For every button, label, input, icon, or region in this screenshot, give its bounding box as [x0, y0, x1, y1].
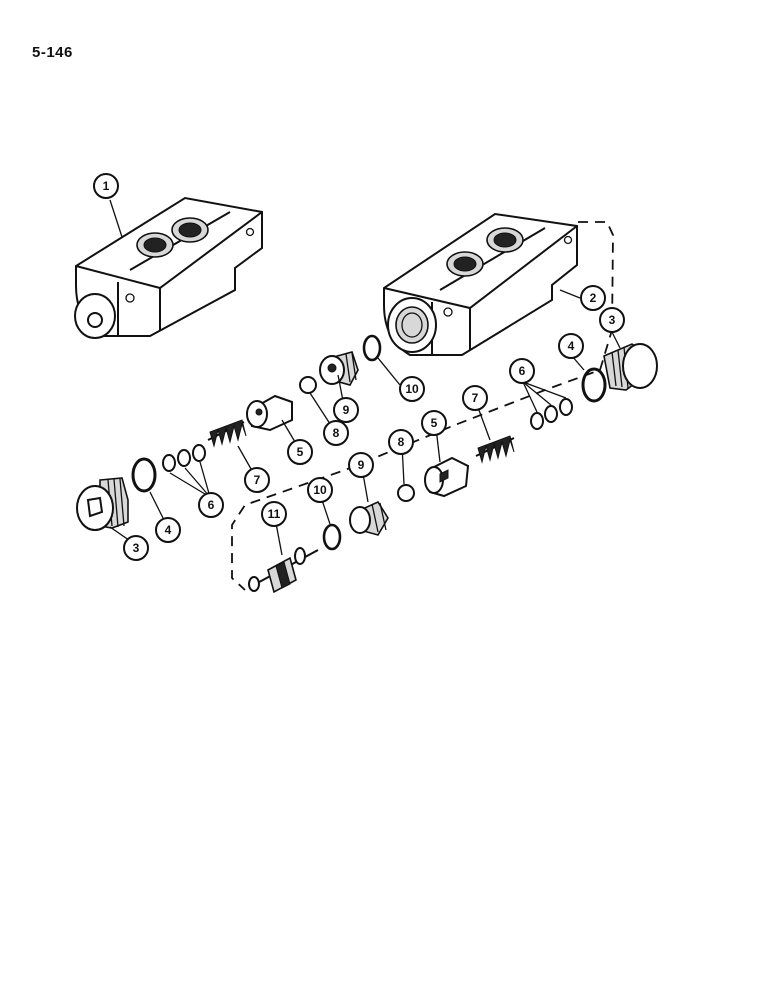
o-ring-right-icon	[581, 367, 607, 403]
callout-3-left: 3	[123, 535, 149, 561]
svg-text:5: 5	[431, 416, 438, 430]
svg-text:11: 11	[268, 507, 281, 521]
callout-8-right: 8	[388, 429, 414, 455]
svg-text:10: 10	[405, 382, 419, 396]
callout-7-right: 7	[462, 385, 488, 411]
svg-text:4: 4	[165, 523, 172, 537]
callout-5-right: 5	[421, 410, 447, 436]
svg-text:3: 3	[609, 313, 616, 327]
o-ring-10-upper-icon	[362, 334, 382, 362]
plug-left-icon	[76, 477, 129, 531]
callout-6-left: 6	[198, 492, 224, 518]
callout-10-upper: 10	[399, 376, 425, 402]
ball-left-icon	[299, 376, 317, 394]
svg-text:4: 4	[568, 339, 575, 353]
seat-right-icon	[349, 500, 389, 536]
spring-right-icon	[475, 435, 515, 464]
ball-right-icon	[397, 484, 415, 502]
callout-9-right: 9	[348, 452, 374, 478]
callout-2: 2	[580, 285, 606, 311]
callout-3-right: 3	[599, 307, 625, 333]
svg-text:8: 8	[333, 426, 340, 440]
svg-text:1: 1	[103, 179, 110, 193]
o-ring-10-lower-icon	[322, 523, 342, 551]
callout-4-right: 4	[558, 333, 584, 359]
valve-body-1-icon	[74, 196, 263, 339]
callout-10-lower: 10	[307, 477, 333, 503]
spring-left-icon	[207, 419, 247, 448]
svg-text:7: 7	[254, 473, 261, 487]
callout-5-left: 5	[287, 439, 313, 465]
page-number: 5-146	[32, 44, 73, 61]
svg-text:6: 6	[519, 364, 526, 378]
svg-text:10: 10	[313, 483, 327, 497]
svg-text:8: 8	[398, 435, 405, 449]
callout-1: 1	[93, 173, 119, 199]
plug-right-icon	[603, 343, 658, 391]
shims-left-icon	[162, 444, 206, 472]
svg-text:9: 9	[358, 458, 365, 472]
callout-9-left: 9	[333, 397, 359, 423]
svg-text:3: 3	[133, 541, 140, 555]
callout-8-left: 8	[323, 420, 349, 446]
svg-text:9: 9	[343, 403, 350, 417]
svg-text:5: 5	[297, 445, 304, 459]
svg-text:7: 7	[472, 391, 479, 405]
valve-body-2-icon	[383, 212, 578, 356]
shims-right-icon	[530, 398, 573, 430]
callout-11: 11	[261, 501, 287, 527]
assembly-bracket	[231, 221, 614, 591]
o-ring-left-icon	[131, 457, 157, 493]
spacer-left-icon	[246, 394, 293, 432]
svg-text:2: 2	[590, 291, 597, 305]
svg-text:6: 6	[208, 498, 215, 512]
callout-6-right: 6	[509, 358, 535, 384]
spool-icon	[248, 547, 319, 594]
callout-4-left: 4	[155, 517, 181, 543]
callout-7-left: 7	[244, 467, 270, 493]
spacer-right-icon	[424, 456, 470, 498]
